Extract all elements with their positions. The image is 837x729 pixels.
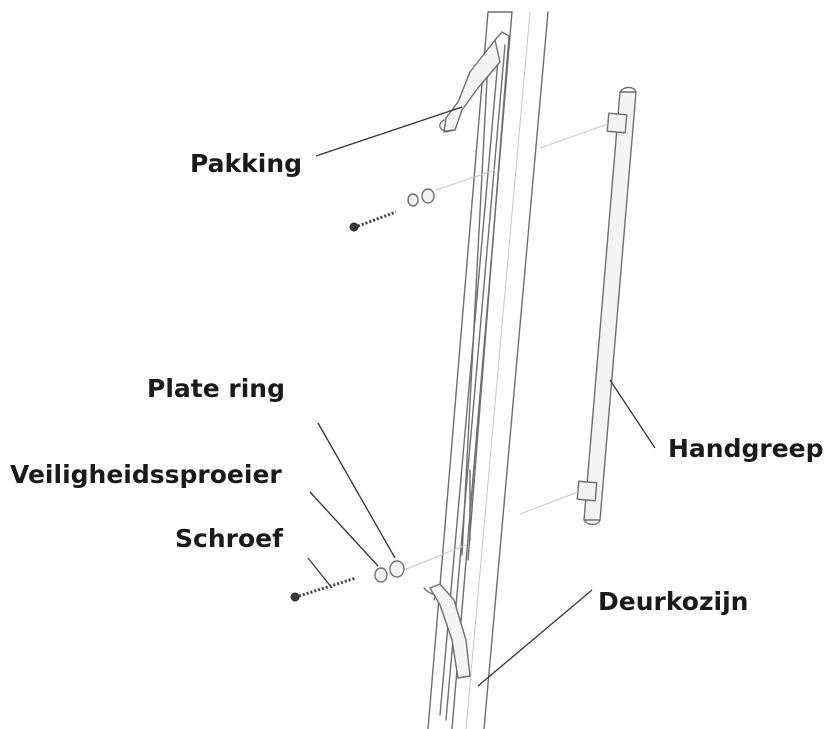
lower-washer <box>374 567 388 583</box>
upper-screw <box>349 210 397 232</box>
label-plate-ring: Plate ring <box>147 374 285 403</box>
label-deurkozijn: Deurkozijn <box>598 587 748 616</box>
label-veiligheidssproeier: Veiligheidssproeier <box>10 460 282 489</box>
gasket-lower-end <box>423 583 471 679</box>
upper-screw-set <box>349 188 435 232</box>
leader-deurkozijn <box>477 589 593 687</box>
label-schroef: Schroef <box>175 524 284 553</box>
leader-pakking <box>315 106 463 157</box>
lower-screw <box>290 576 357 602</box>
lower-plate-ring <box>389 560 405 578</box>
leader-schroef <box>307 557 333 589</box>
leader-plate-ring <box>317 422 396 559</box>
alignment-lines <box>403 123 609 571</box>
upper-plate-ring <box>421 188 435 204</box>
handle-bar <box>576 86 637 526</box>
leader-veiligheidssproeier <box>309 491 379 567</box>
leader-handgreep <box>609 379 656 449</box>
upper-washer <box>407 193 419 207</box>
leader-lines <box>307 106 656 687</box>
lower-screw-set <box>290 560 405 602</box>
label-handgreep: Handgreep <box>668 434 824 463</box>
label-pakking: Pakking <box>190 149 302 178</box>
